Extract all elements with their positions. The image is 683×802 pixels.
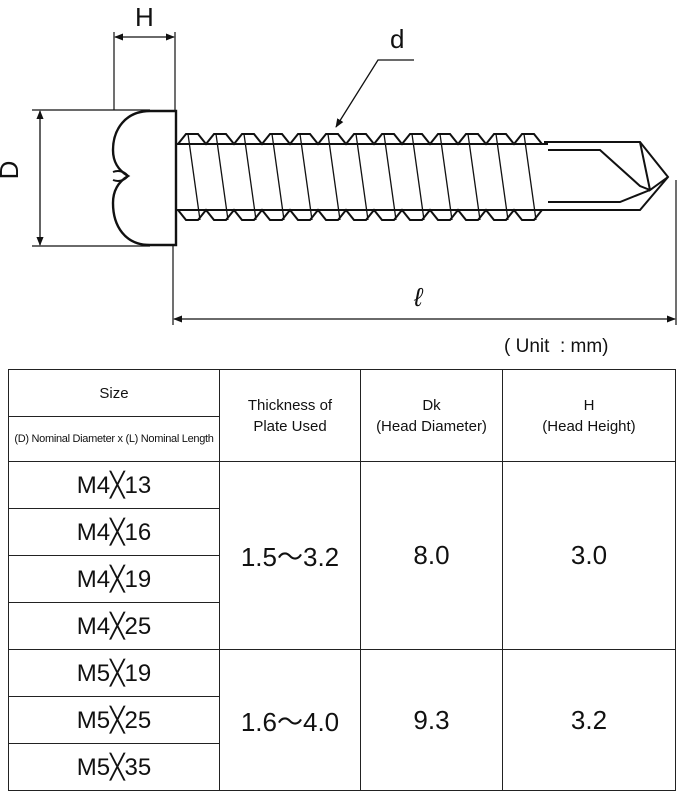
table-row: M5╳25 — [8, 696, 676, 744]
header-dk: Dk(Head Diameter) — [360, 369, 503, 462]
thickness-cell: 1.5～3.2 — [219, 461, 361, 650]
size-cell: M4╳13 — [8, 461, 220, 509]
label-h: H — [135, 2, 154, 32]
table-row: M5╳35 — [8, 743, 676, 791]
size-cell: M5╳25 — [8, 696, 220, 744]
header-h: H(Head Height) — [502, 369, 676, 462]
dk-cell: 8.0 — [360, 461, 503, 650]
size-cell: M4╳16 — [8, 508, 220, 556]
table-row: M4╳25 — [8, 602, 676, 650]
label-d-head: D — [0, 161, 24, 180]
thickness-cell: 1.6～4.0 — [219, 649, 361, 791]
dk-cell: 9.3 — [360, 649, 503, 791]
size-cell: M4╳19 — [8, 555, 220, 603]
drill-point — [544, 141, 670, 211]
table-row: M4╳13 1.5～3.2 8.0 3.0 — [8, 461, 676, 650]
unit-note: ( Unit : mm) — [504, 336, 609, 357]
header-size-sub: (D) Nominal Diameter x (L) Nominal Lengt… — [8, 416, 220, 462]
header-size: Size — [8, 369, 220, 417]
extension-lines — [32, 32, 677, 325]
size-cell: M4╳25 — [8, 602, 220, 650]
table-row: M5╳19 1.6～4.0 9.3 3.2 — [8, 649, 676, 791]
leader-d — [335, 59, 414, 128]
size-cell: M5╳19 — [8, 649, 220, 697]
screw-diagram: H D d ℓ — [0, 2, 677, 325]
h-cell: 3.2 — [502, 649, 676, 791]
h-cell: 3.0 — [502, 461, 676, 650]
size-cell: M5╳35 — [8, 743, 220, 791]
label-d-thread: d — [390, 24, 404, 54]
dimension-lines — [36, 33, 676, 323]
screw-thread — [177, 133, 543, 221]
label-length: ℓ — [413, 282, 424, 312]
screw-head — [111, 109, 178, 247]
